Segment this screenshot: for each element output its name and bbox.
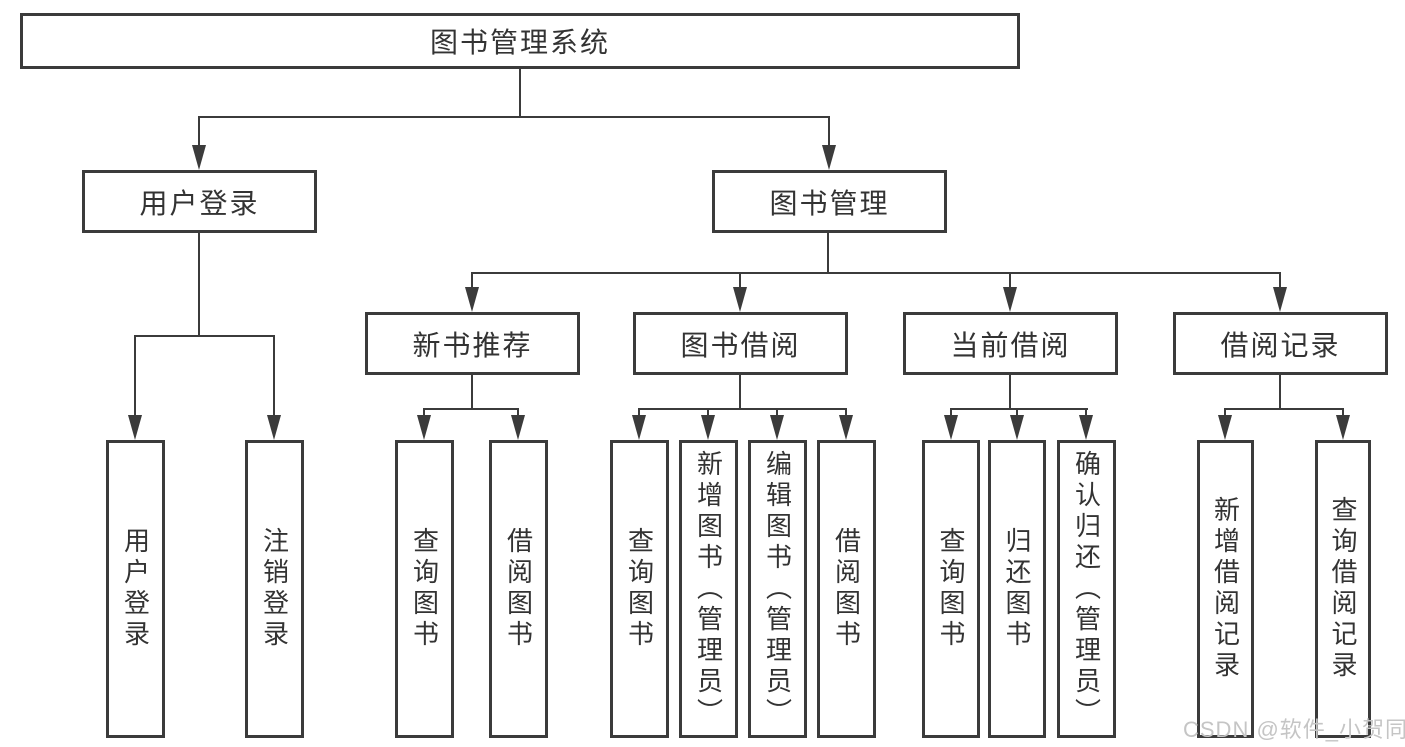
connector-borrow-rail <box>638 408 847 410</box>
connector-drop-leaf <box>1342 408 1344 417</box>
leaf-query-books-borrow: 查询图书 <box>610 440 669 738</box>
connector-drop-leaf <box>517 408 519 417</box>
connector-drop-leaf <box>423 408 425 417</box>
connector-records-trunk <box>1279 375 1281 410</box>
connector-drop-leaf <box>1085 408 1087 417</box>
arrowhead-down-icon <box>1003 287 1017 312</box>
connector-book-management-trunk <box>827 233 829 274</box>
connector-recommend-trunk <box>471 375 473 410</box>
node-borrow-records: 借阅记录 <box>1173 312 1388 375</box>
connector-drop-leaf <box>707 408 709 417</box>
arrowhead-down-icon <box>1079 415 1093 440</box>
connector-drop-leaf <box>776 408 778 417</box>
node-book-borrow: 图书借阅 <box>633 312 848 375</box>
connector-drop-level2 <box>1279 272 1281 289</box>
node-book-management: 图书管理 <box>712 170 947 233</box>
arrowhead-down-icon <box>511 415 525 440</box>
connector-root-trunk <box>519 69 521 118</box>
leaf-borrow-books-borrow: 借阅图书 <box>817 440 876 738</box>
arrowhead-down-icon <box>1010 415 1024 440</box>
arrowhead-down-icon <box>632 415 646 440</box>
connector-drop-leaf <box>134 335 136 417</box>
connector-drop-level2 <box>471 272 473 289</box>
connector-user-login-rail <box>134 335 275 337</box>
arrowhead-down-icon <box>192 145 206 170</box>
connector-drop-leaf <box>273 335 275 417</box>
connector-drop-leaf <box>638 408 640 417</box>
arrowhead-down-icon <box>839 415 853 440</box>
arrowhead-down-icon <box>1273 287 1287 312</box>
arrowhead-down-icon <box>128 415 142 440</box>
connector-drop-leaf <box>1224 408 1226 417</box>
connector-user-login-trunk <box>198 233 200 337</box>
arrowhead-down-icon <box>1336 415 1350 440</box>
watermark: CSDN @软件_小贺同学 <box>1183 717 1405 742</box>
connector-current-rail <box>950 408 1088 410</box>
node-root: 图书管理系统 <box>20 13 1020 69</box>
arrowhead-down-icon <box>944 415 958 440</box>
connector-level2-rail <box>471 272 1281 274</box>
leaf-borrow-books-recommend: 借阅图书 <box>489 440 548 738</box>
leaf-query-books-recommend: 查询图书 <box>395 440 454 738</box>
connector-recommend-rail <box>423 408 519 410</box>
node-current-borrow: 当前借阅 <box>903 312 1118 375</box>
arrowhead-down-icon <box>770 415 784 440</box>
node-new-book-recommend: 新书推荐 <box>365 312 580 375</box>
connector-level1-rail <box>198 116 830 118</box>
arrowhead-down-icon <box>822 145 836 170</box>
connector-drop-leaf <box>1016 408 1018 417</box>
connector-drop-user-login <box>198 116 200 147</box>
connector-current-trunk <box>1009 375 1011 410</box>
leaf-edit-book-admin: 编辑图书（管理员） <box>748 440 807 738</box>
leaf-return-book: 归还图书 <box>988 440 1046 738</box>
connector-drop-leaf <box>950 408 952 417</box>
leaf-add-book-admin: 新增图书（管理员） <box>679 440 738 738</box>
connector-records-rail <box>1224 408 1344 410</box>
leaf-user-login: 用户登录 <box>106 440 165 738</box>
arrowhead-down-icon <box>701 415 715 440</box>
connector-drop-book-management <box>828 116 830 147</box>
leaf-logout: 注销登录 <box>245 440 304 738</box>
connector-drop-level2 <box>1009 272 1011 289</box>
connector-borrow-trunk <box>739 375 741 410</box>
arrowhead-down-icon <box>267 415 281 440</box>
connector-drop-level2 <box>739 272 741 289</box>
leaf-query-borrow-record: 查询借阅记录 <box>1315 440 1371 738</box>
arrowhead-down-icon <box>465 287 479 312</box>
arrowhead-down-icon <box>417 415 431 440</box>
leaf-add-borrow-record: 新增借阅记录 <box>1197 440 1254 738</box>
connector-drop-leaf <box>845 408 847 417</box>
leaf-query-books-current: 查询图书 <box>922 440 980 738</box>
node-user-login: 用户登录 <box>82 170 317 233</box>
arrowhead-down-icon <box>733 287 747 312</box>
arrowhead-down-icon <box>1218 415 1232 440</box>
leaf-confirm-return-admin: 确认归还（管理员） <box>1057 440 1116 738</box>
